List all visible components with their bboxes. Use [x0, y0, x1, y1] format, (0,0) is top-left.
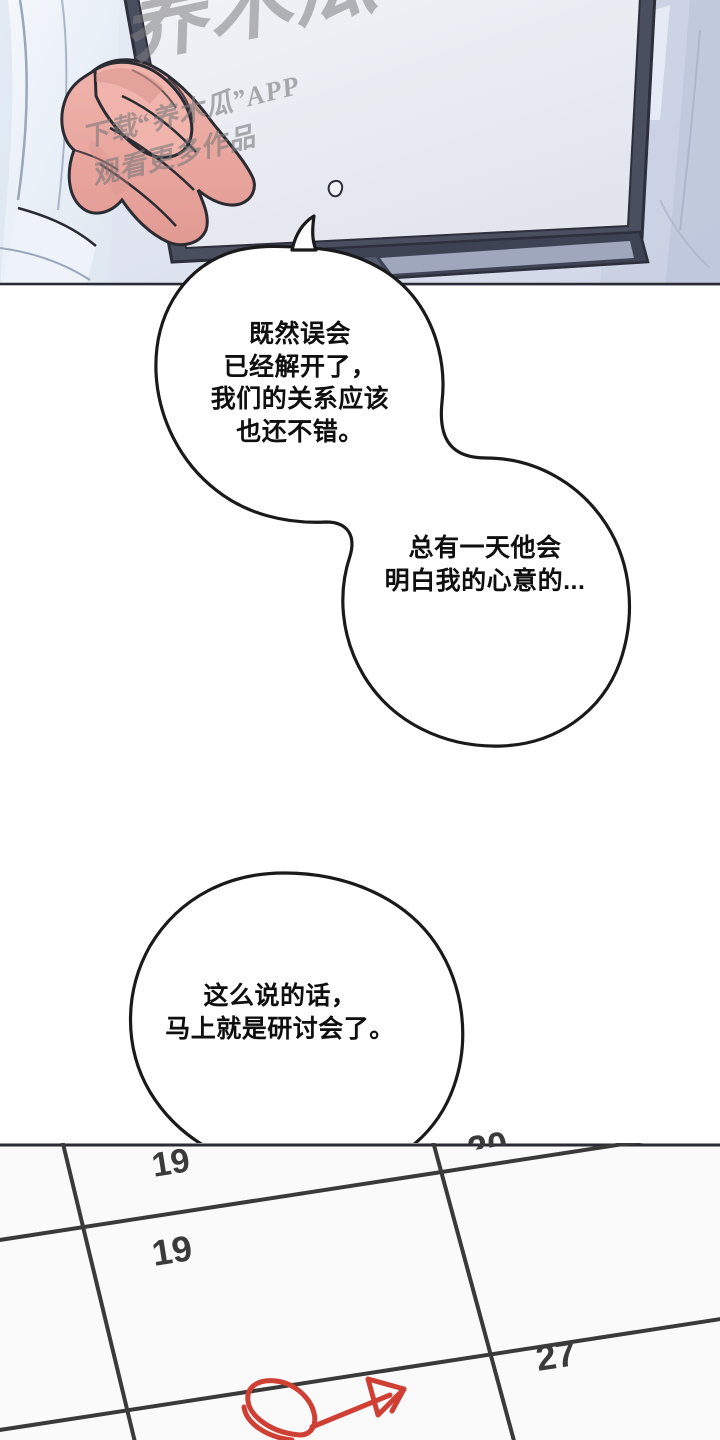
- bubble-3-text: 这么说的话， 马上就是研讨会了。: [165, 982, 395, 1043]
- calendar-red-annotation: [241, 1376, 407, 1440]
- calendar-date-19-label: 19: [148, 1227, 195, 1274]
- calendar-artwork: [0, 1143, 720, 1440]
- calendar-date-27-label: 27: [532, 1332, 579, 1379]
- calendar-date-19: 19: [149, 1143, 193, 1185]
- panel-top: 养木瓜 下载“养木瓜”APP 观看更多作品: [0, 0, 720, 286]
- bubble-1-text: 既然误会 已经解开了， 我们的关系应该 也还不错。: [210, 320, 390, 446]
- panel-top-artwork: [0, 0, 720, 286]
- panel-bottom: 19: [0, 1143, 720, 1440]
- bubble-2-text: 总有一天他会 明白我的心意的...: [384, 534, 586, 595]
